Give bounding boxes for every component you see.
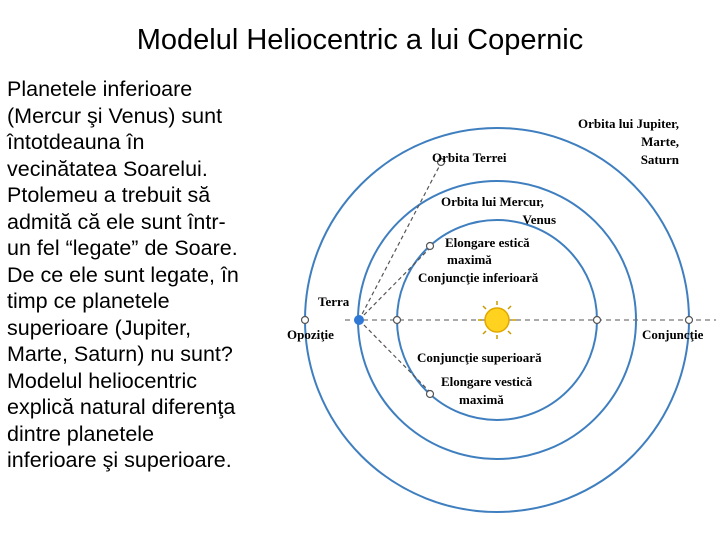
label-elongare-vestica: maximă	[459, 392, 504, 407]
body-line: Modelul heliocentric	[7, 368, 198, 393]
planet-marker-opposition	[300, 315, 310, 325]
label-elongare-vestica: Elongare vestică	[441, 374, 533, 389]
label-orbita-jupiter: Orbita lui Jupiter,	[578, 116, 679, 131]
label-conjunctie: Conjuncţie	[642, 327, 704, 342]
label-opozitie: Opoziţie	[287, 327, 334, 342]
label-orbita-mercur: Venus	[523, 212, 556, 227]
body-line: explică natural diferenţa	[7, 395, 236, 419]
planet-marker-east-elongation	[425, 241, 435, 251]
body-line: vecinătatea Soarelui.	[7, 156, 208, 181]
planet-marker-outer-top	[436, 157, 446, 167]
label-orbita-jupiter: Marte,	[641, 134, 679, 149]
label-orbita-mercur: Orbita lui Mercur,	[441, 194, 544, 209]
sightline-west-elongation	[358, 319, 431, 393]
label-terra: Terra	[318, 294, 350, 309]
label-elongare-estica: maximă	[447, 252, 492, 267]
body-text: Planetele inferioare (Mercur şi Venus) s…	[7, 76, 282, 474]
planet-marker-conjunction	[684, 315, 694, 325]
label-elongare-estica: Elongare estică	[445, 235, 530, 250]
sightline-east-elongation	[358, 247, 431, 321]
body-line: Planetele inferioare	[7, 77, 193, 101]
body-line: (Mercur şi Venus) sunt	[7, 103, 223, 128]
body-line: timp ce planetele	[7, 289, 170, 313]
planet-marker-west-elongation	[425, 389, 435, 399]
earth-icon	[354, 315, 364, 325]
body-line: întotdeauna în	[7, 130, 145, 154]
body-line: dintre planetele	[7, 421, 155, 446]
label-orbita-terrei: Orbita Terrei	[432, 150, 507, 165]
body-line: inferioare şi superioare.	[7, 448, 232, 472]
slide-title: Modelul Heliocentric a lui Copernic	[136, 24, 584, 56]
planet-marker-superior-conjunction	[592, 315, 602, 325]
label-orbita-jupiter: Saturn	[641, 152, 680, 167]
planet-marker-inferior-conjunction	[392, 315, 402, 325]
body-line: Ptolemeu a trebuit să	[7, 183, 211, 207]
label-conjunctie-inferioara: Conjuncţie inferioară	[418, 270, 539, 285]
body-line: un fel “legate” de Soare.	[7, 236, 238, 260]
label-conjunctie-superioara: Conjuncţie superioară	[417, 350, 542, 365]
sun-icon	[478, 301, 516, 339]
body-line: De ce ele sunt legate, în	[7, 262, 239, 287]
sightline-outer	[358, 162, 442, 321]
body-line: Marte, Saturn) nu sunt?	[7, 342, 233, 366]
body-line: admită că ele sunt într-	[7, 209, 226, 234]
body-line: superioare (Jupiter,	[7, 315, 192, 340]
